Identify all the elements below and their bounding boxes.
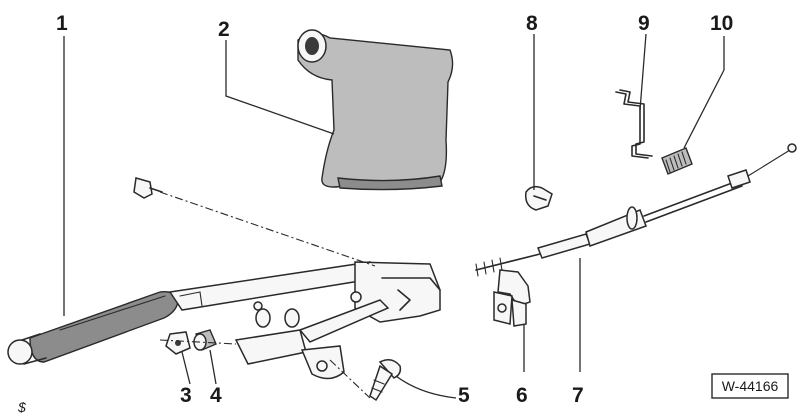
mounting-bolt-upper	[133, 177, 163, 199]
callout-8: 8	[526, 12, 538, 35]
callout-9: 9	[638, 12, 650, 35]
nut	[165, 331, 191, 355]
leader-lines	[63, 33, 725, 399]
retaining-clip	[524, 185, 553, 211]
reference-code: W-44166	[722, 378, 779, 394]
corner-mark: $	[17, 399, 26, 415]
wire-clip	[615, 89, 653, 159]
spacer	[193, 329, 217, 351]
callout-5: 5	[458, 384, 470, 407]
callout-7: 7	[572, 384, 584, 407]
brake-cable	[475, 143, 797, 277]
lever-boot	[297, 29, 454, 191]
callout-1: 1	[56, 12, 68, 35]
tension-spring	[661, 147, 693, 175]
mounting-bolt-lower	[369, 359, 402, 402]
cable-bracket	[493, 269, 531, 327]
callout-2: 2	[218, 18, 230, 41]
callout-4: 4	[210, 384, 222, 407]
hand-brake-lever	[7, 261, 441, 380]
reference-code-box: W-44166	[711, 373, 789, 399]
callout-10: 10	[710, 12, 733, 35]
callout-6: 6	[516, 384, 528, 407]
callout-3: 3	[180, 384, 192, 407]
